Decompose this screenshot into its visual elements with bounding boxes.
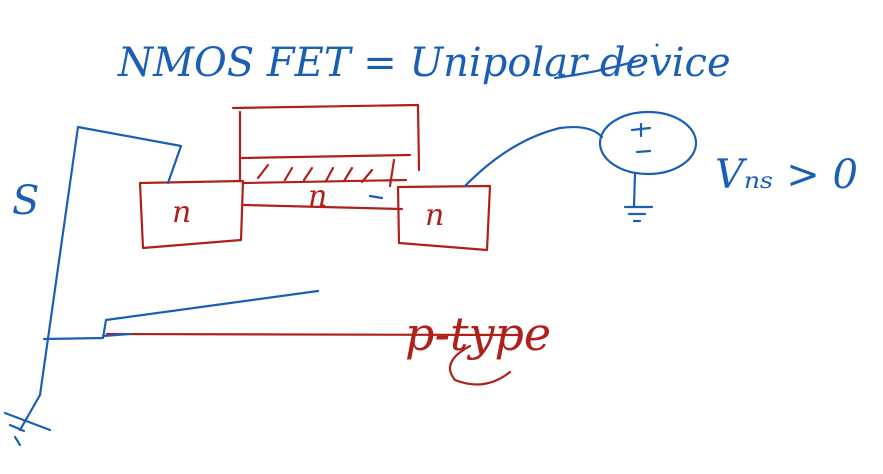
channel-line <box>242 203 404 211</box>
substrate-label: p-type <box>405 307 551 361</box>
gate-box-top <box>231 103 421 172</box>
title-underline-flourish <box>553 58 642 80</box>
voltage-source-polarity <box>630 122 652 154</box>
ink-dot <box>655 43 659 47</box>
diagram-title: NMOS FET = Unipolar device <box>117 40 731 86</box>
source-n-region <box>138 179 245 250</box>
source-wire <box>18 125 183 432</box>
substrate-line <box>105 332 522 337</box>
body-wire <box>42 289 320 341</box>
oxide-layer-top <box>240 153 412 160</box>
voltage-source-circle <box>598 110 698 176</box>
source-label: S <box>12 178 39 224</box>
drain-n-region <box>396 184 492 252</box>
drain-wire <box>463 125 604 188</box>
substrate-label-loop <box>448 344 512 386</box>
body-wire-connection <box>101 332 132 338</box>
voltage-label: Vₙₛ > 0 <box>715 152 858 198</box>
oxide-layer-right <box>388 158 396 188</box>
channel-n-label: n <box>308 179 327 214</box>
oxide-hatching <box>256 163 374 184</box>
electron-flow-mark <box>368 194 384 200</box>
ground-symbol-right <box>623 171 654 223</box>
oxide-layer-bottom <box>242 178 408 185</box>
ground-symbol-left <box>3 411 52 447</box>
source-n-label: n <box>172 195 191 230</box>
drain-n-label: n <box>425 198 444 233</box>
